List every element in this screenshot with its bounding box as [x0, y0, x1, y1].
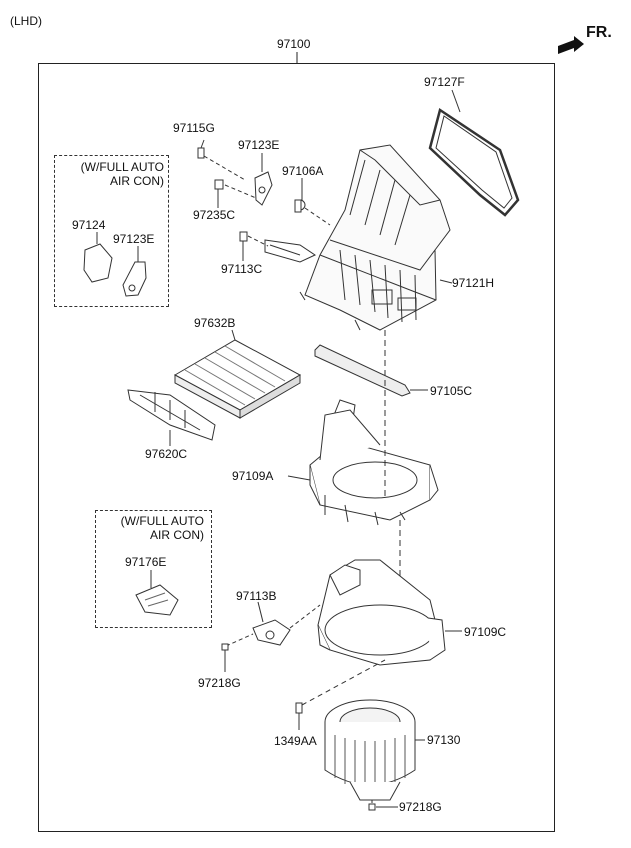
fullauto-note-box-2 [95, 510, 212, 628]
arrow-right-icon [558, 36, 584, 54]
filter-cover-97620C [127, 389, 216, 446]
part-label-97106A: 97106A [282, 164, 324, 178]
fullauto-note-1-line1: (W/FULL AUTO [80, 160, 164, 174]
front-direction-label: FR. [586, 24, 612, 41]
seal-strip-97105C [314, 344, 428, 397]
part-label-97113B: 97113B [236, 589, 277, 603]
part-label-97176E: 97176E [125, 555, 167, 569]
part-label-1349AA: 1349AA [274, 734, 317, 748]
screw-97218G-a [221, 643, 229, 672]
part-label-97121H: 97121H [452, 276, 495, 290]
part-label-97115G: 97115G [173, 121, 215, 135]
part-label-97218G-a: 97218G [198, 676, 241, 690]
power-transistor-97176E [135, 570, 179, 616]
fullauto-note-1: (W/FULL AUTO AIR CON) [58, 160, 164, 188]
part-label-97123E-b: 97123E [113, 232, 155, 246]
actuator-parts [197, 139, 331, 261]
part-label-97620C: 97620C [145, 447, 188, 461]
blower-lower-case-97109C [317, 559, 462, 666]
part-label-97109A: 97109A [232, 469, 274, 483]
resistor-97113B [225, 601, 321, 647]
part-label-97632B: 97632B [194, 316, 236, 330]
blower-motor-97130 [324, 699, 425, 801]
unit-case-97121H [264, 144, 453, 331]
part-label-97105C: 97105C [430, 384, 473, 398]
part-label-97109C: 97109C [464, 625, 507, 639]
gasket-97127F [428, 89, 520, 217]
fullauto-note-box-1 [54, 155, 169, 307]
fullauto-note-2-line1: (W/FULL AUTO [120, 514, 204, 528]
part-label-97235C: 97235C [193, 208, 236, 222]
part-label-97123E-a: 97123E [238, 138, 280, 152]
blower-upper-case-97109A [287, 399, 439, 526]
clip-1349AA [295, 659, 386, 730]
variant-label: (LHD) [10, 14, 42, 28]
part-label-97218G-b: 97218G [399, 800, 442, 814]
part-label-97130: 97130 [427, 733, 461, 747]
screw-97218G-b [368, 800, 398, 812]
fullauto-note-2: (W/FULL AUTO AIR CON) [98, 514, 204, 542]
assembly-frame [38, 63, 555, 832]
part-label-97124: 97124 [72, 218, 106, 232]
part-label-97113C: 97113C [221, 262, 263, 276]
fullauto-actuators [83, 232, 147, 297]
fullauto-note-2-line2: AIR CON) [150, 528, 204, 542]
fullauto-note-1-line2: AIR CON) [110, 174, 164, 188]
part-label-97127F: 97127F [424, 75, 465, 89]
cabin-filter-97632B [173, 329, 302, 419]
part-label-97100: 97100 [277, 37, 311, 51]
